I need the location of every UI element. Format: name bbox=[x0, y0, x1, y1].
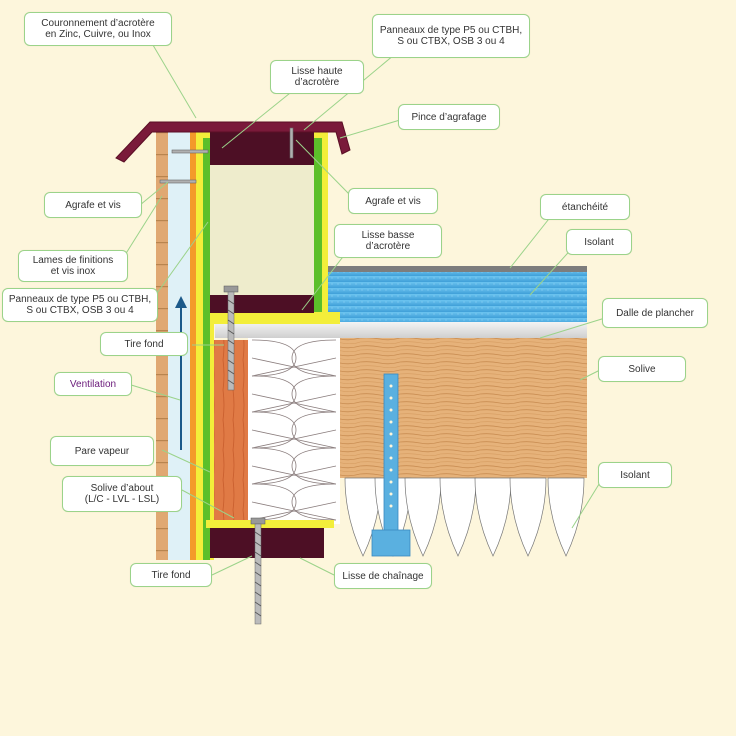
yellow-band-bottom bbox=[206, 520, 334, 528]
agrafe-screws bbox=[159, 127, 294, 184]
hanger-holes bbox=[389, 384, 393, 508]
waterproofing-layer bbox=[328, 266, 587, 272]
label-agrafe-right: Agrafe et vis bbox=[348, 188, 438, 214]
tire-fond-screw-top bbox=[223, 285, 239, 391]
yellow-band-lower bbox=[210, 312, 340, 324]
label-etancheite: étanchéité bbox=[540, 194, 630, 220]
label-lisse-chainage: Lisse de chaînage bbox=[334, 563, 432, 589]
label-solive: Solive bbox=[598, 356, 686, 382]
label-tire-fond-bottom: Tire fond bbox=[130, 563, 212, 587]
acroterion-core bbox=[210, 165, 314, 295]
ventilation-arrow bbox=[175, 296, 187, 450]
lisse-haute bbox=[210, 130, 314, 165]
label-isolant-top: Isolant bbox=[566, 229, 632, 255]
label-isolant-bottom: Isolant bbox=[598, 462, 672, 488]
joist-hanger-base bbox=[371, 529, 411, 557]
label-panneaux-top: Panneaux de type P5 ou CTBH, S ou CTBX, … bbox=[372, 14, 530, 58]
label-panneaux-left: Panneaux de type P5 ou CTBH, S ou CTBX, … bbox=[2, 288, 158, 322]
lisse-chainage bbox=[210, 528, 324, 558]
wall-insulation bbox=[248, 338, 340, 524]
dalle-floor-slab bbox=[215, 322, 587, 338]
label-agrafe-left: Agrafe et vis bbox=[44, 192, 142, 218]
label-lisse-basse: Lisse basse d’acrotère bbox=[334, 224, 442, 258]
lisse-basse bbox=[210, 295, 314, 313]
label-pince: Pince d’agrafage bbox=[398, 104, 500, 130]
label-lames: Lames de finitions et vis inox bbox=[18, 250, 128, 282]
label-dalle: Dalle de plancher bbox=[602, 298, 708, 328]
label-pare-vapeur: Pare vapeur bbox=[50, 436, 154, 466]
label-couronnement: Couronnement d’acrotère en Zinc, Cuivre,… bbox=[24, 12, 172, 46]
solive-joist bbox=[335, 338, 587, 478]
wall-insulation-pattern bbox=[251, 339, 337, 521]
label-solive-about: Solive d’about (L/C - LVL - LSL) bbox=[62, 476, 182, 512]
label-lisse-haute: Lisse haute d’acrotère bbox=[270, 60, 364, 94]
tire-fond-screw-bottom bbox=[250, 517, 266, 625]
label-ventilation: Ventilation bbox=[54, 372, 132, 396]
label-tire-fond-top: Tire fond bbox=[100, 332, 188, 356]
roof-insulation bbox=[328, 272, 587, 322]
